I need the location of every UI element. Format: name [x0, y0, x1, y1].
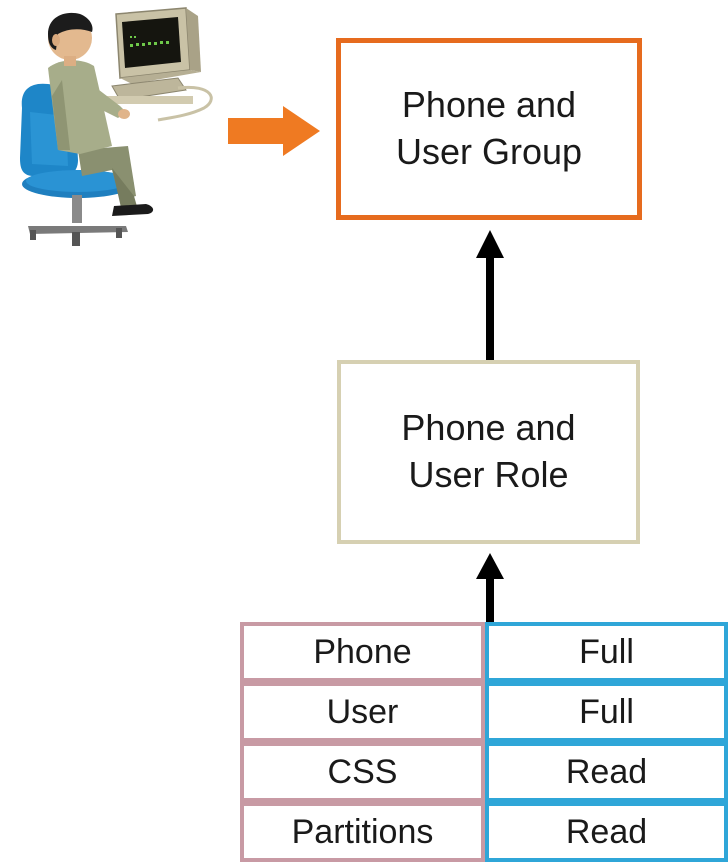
up-arrow-icon	[476, 230, 504, 360]
right-arrow-icon	[228, 106, 320, 156]
permission-access: Full	[485, 622, 728, 682]
permission-row: Partitions Read	[240, 802, 728, 862]
permissions-table: Phone Full User Full CSS Read Partitions…	[240, 622, 728, 862]
permission-resource: CSS	[240, 742, 485, 802]
permission-access: Read	[485, 742, 728, 802]
permission-row: Phone Full	[240, 622, 728, 682]
user-at-computer-icon	[20, 7, 213, 246]
permission-row: User Full	[240, 682, 728, 742]
permission-access: Read	[485, 802, 728, 862]
permission-resource: User	[240, 682, 485, 742]
permission-row: CSS Read	[240, 742, 728, 802]
up-arrow-icon	[476, 553, 504, 623]
user-group-label-line2: User Group	[395, 131, 583, 172]
permission-access: Full	[485, 682, 728, 742]
user-role-label-line2: User Role	[408, 454, 569, 495]
user-role-box: Phone and User Role	[337, 360, 640, 544]
user-role-label-line1: Phone and	[401, 407, 576, 449]
permission-resource: Phone	[240, 622, 485, 682]
user-group-label-line1: Phone and	[401, 84, 577, 126]
user-group-box: Phone and User Group	[336, 38, 642, 220]
permission-resource: Partitions	[240, 802, 485, 862]
